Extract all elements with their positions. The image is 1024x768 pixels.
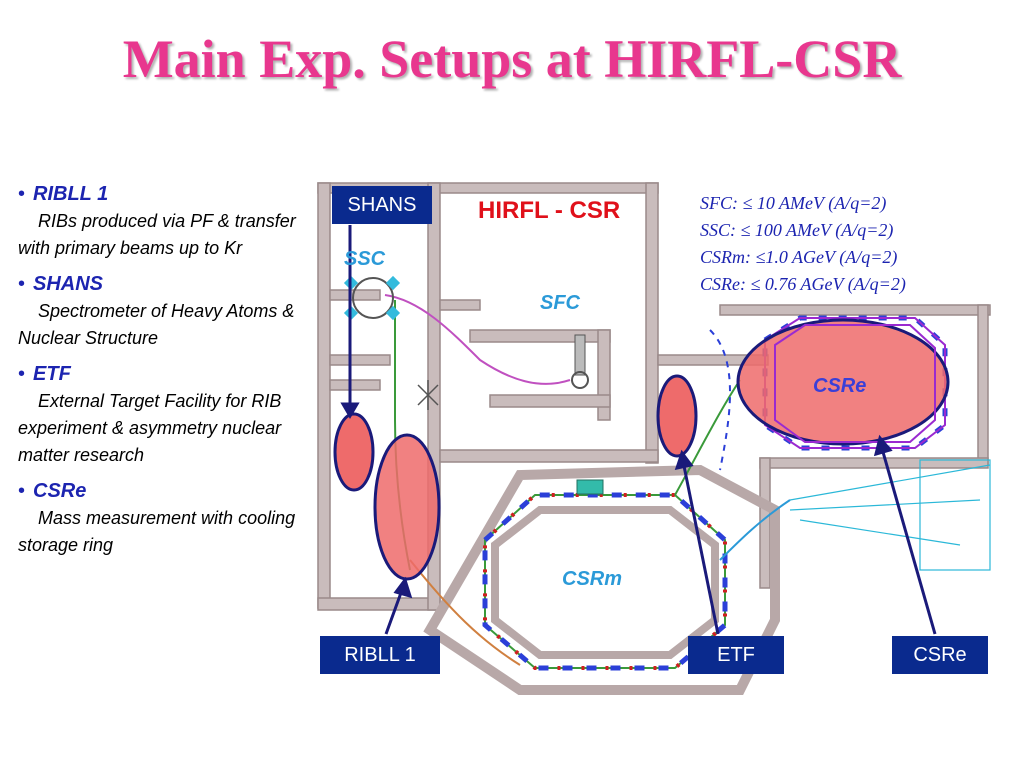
bullet-dot-icon: • [18, 363, 26, 385]
etf-arrow-line [682, 465, 720, 635]
wall-segment [759, 457, 771, 589]
radioactive-beam-line [709, 329, 731, 471]
sfc-body [574, 334, 586, 376]
bullet-item-shans: • SHANS Spectrometer of Heavy Atoms & Nuc… [18, 270, 318, 352]
wall-segment [469, 329, 611, 343]
bullet-heading: • RIBLL 1 [18, 180, 318, 208]
shans-highlight [333, 412, 375, 492]
energy-csrm: CSRm: ≤1.0 AGeV (A/q=2) [700, 247, 898, 267]
etf-label-box: ETF [688, 636, 784, 674]
terminal-line [789, 499, 981, 511]
bullet-dot-icon: • [18, 480, 26, 502]
csre-ring-inner [774, 324, 936, 443]
wall-segment [439, 299, 481, 311]
bullet-item-ribll: • RIBLL 1 RIBs produced via PF & transfer… [18, 180, 318, 262]
ssc-cyclotron-icon [343, 275, 401, 321]
ribll1-arrowhead-icon [393, 576, 413, 599]
bullet-title: ETF [33, 363, 71, 385]
shans-label-box: SHANS [332, 186, 432, 224]
terminal-line [799, 519, 961, 546]
wall-segment [719, 304, 991, 316]
sfc-cyclotron-icon [571, 334, 589, 389]
bullet-description: RIBs produced via PF & transfer with pri… [18, 211, 296, 258]
bullet-dot-icon: • [18, 273, 26, 295]
electron-cooler-icon [576, 479, 604, 495]
ssc-label: SSC [344, 248, 386, 270]
bullet-item-etf: • ETF External Target Facility for RIB ex… [18, 360, 318, 469]
wall-segment [645, 182, 659, 464]
csre-label-box: CSRe [892, 636, 988, 674]
ribll1-label-box: RIBLL 1 [320, 636, 440, 674]
csrm-extraction-line [719, 499, 791, 561]
bullet-title: SHANS [33, 273, 104, 295]
slide-title: Main Exp. Setups at HIRFL-CSR [122, 29, 902, 89]
terminal-hall [919, 459, 991, 571]
ribll1-to-csrm-line [409, 559, 521, 666]
bullet-description: Spectrometer of Heavy Atoms & Nuclear St… [18, 301, 295, 348]
bullet-dot-icon: • [18, 183, 26, 205]
csrm-to-csre-line [674, 379, 741, 496]
csre-arrow-line [881, 451, 937, 635]
wall-segment [329, 354, 391, 366]
ssc-magnet [385, 275, 401, 291]
csre-arrowhead-icon [873, 434, 893, 457]
energy-sfc: SFC: ≤ 10 AMeV (A/q=2) [700, 193, 887, 213]
csrm-magnets [482, 492, 728, 671]
ssc-ring-circle [352, 277, 394, 319]
experimental-terminals [789, 459, 991, 571]
bullet-heading: • SHANS [18, 270, 318, 298]
bullet-description: External Target Facility for RIB experim… [18, 391, 282, 465]
wall-segment [977, 304, 989, 466]
energy-csre: CSRe: ≤ 0.76 AGeV (A/q=2) [700, 274, 906, 294]
csre-ring [764, 317, 946, 449]
building-walls [317, 182, 991, 611]
wall-segment [489, 394, 611, 408]
ribll1-arrow-line [384, 589, 404, 635]
wall-segment [439, 449, 659, 463]
csrm-label: CSRm [562, 568, 623, 590]
etf-highlight [656, 374, 698, 458]
wall-segment [317, 597, 441, 611]
terminal-line [789, 464, 991, 501]
csre-label: CSRe [813, 375, 867, 397]
bullet-heading: • ETF [18, 360, 318, 388]
bullet-item-csre: • CSRe Mass measurement with cooling stor… [18, 477, 318, 559]
wall-segment [317, 182, 331, 609]
energy-ssc: SSC: ≤ 100 AMeV (A/q=2) [700, 220, 894, 240]
etf-arrowhead-icon [674, 449, 694, 471]
ssc-sfc-beamline [384, 294, 571, 385]
wall-segment [329, 379, 381, 391]
bullet-heading: • CSRe [18, 477, 318, 505]
bullet-description: Mass measurement with cooling storage ri… [18, 508, 296, 555]
energy-list: SFC: ≤ 10 AMeV (A/q=2) SSC: ≤ 100 AMeV (… [700, 190, 906, 298]
csre-highlight [736, 318, 950, 446]
sfc-ring [571, 371, 589, 389]
bullet-list: • RIBLL 1 RIBs produced via PF & transfer… [18, 180, 318, 567]
sfc-label: SFC [540, 292, 580, 314]
shans-arrowhead-icon [340, 402, 360, 419]
pointer-arrows [340, 225, 937, 635]
ribll1-highlight [373, 433, 441, 581]
csr-hall-outline [423, 464, 780, 695]
ssc-magnet [385, 305, 401, 321]
bullet-title: RIBLL 1 [33, 183, 109, 205]
target-station-icon [417, 380, 439, 410]
facility-label: HIRFL - CSR [478, 197, 621, 224]
bullet-title: CSRe [33, 480, 87, 502]
